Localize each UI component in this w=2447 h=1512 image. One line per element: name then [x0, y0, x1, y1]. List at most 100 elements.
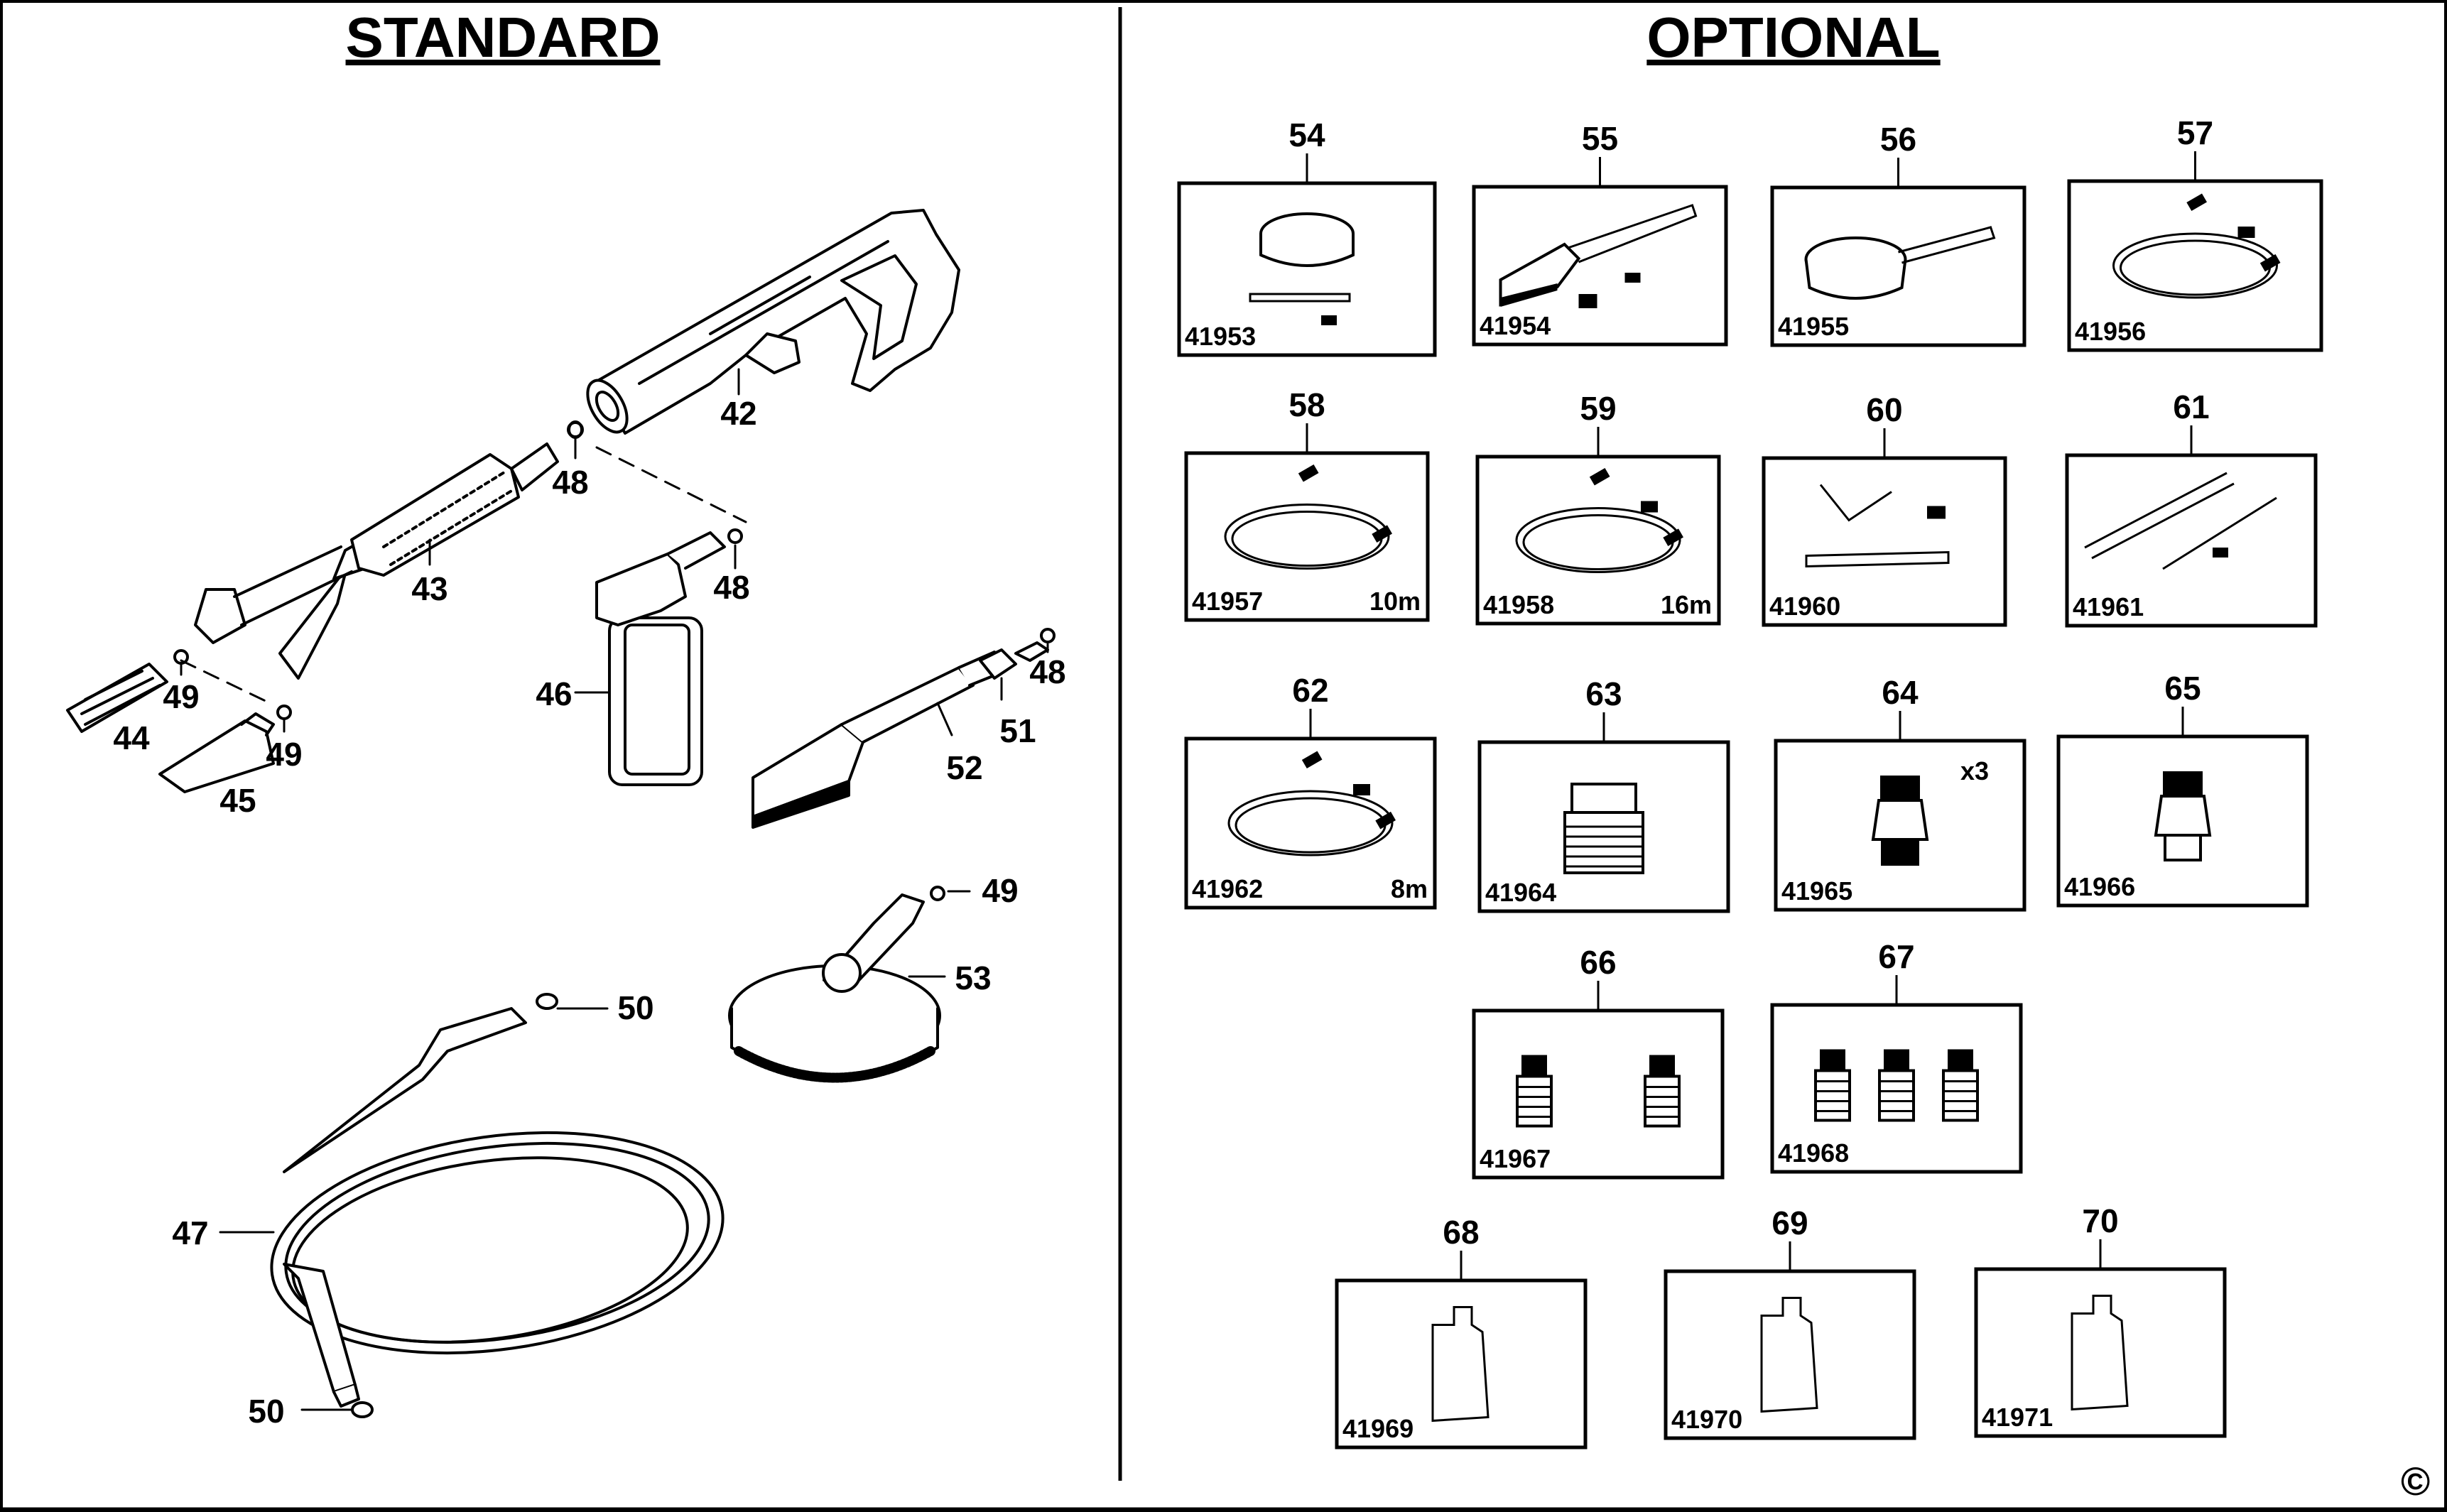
optional-part-66: 66 41967: [1472, 944, 1725, 1180]
part-label-50-b: 50: [248, 1393, 284, 1430]
order-code: 41956: [2075, 317, 2146, 346]
part-label-49-b: 49: [266, 736, 302, 773]
detergent-bottle-icon: [2071, 1295, 2129, 1411]
part-label-48: 48: [552, 464, 588, 501]
part-label-44: 44: [113, 719, 150, 756]
part-label-48-c: 48: [1029, 653, 1065, 690]
order-code: 41960: [1769, 592, 1840, 621]
order-code: 41966: [2064, 872, 2135, 901]
part-label-45: 45: [219, 782, 256, 819]
adapter-nozzle-icon: [2154, 771, 2212, 861]
optional-part-69: 69 41970: [1664, 1204, 1916, 1440]
order-code: 41961: [2073, 592, 2144, 621]
hose-icon: [270, 993, 725, 1418]
part-box: [1184, 451, 1430, 622]
part-label-51: 51: [999, 712, 1036, 749]
part-label-46: 46: [536, 675, 572, 712]
optional-part-63: 63 41964: [1477, 675, 1730, 913]
optional-part-55: 55 41954: [1472, 120, 1728, 347]
drain-cleaning-kit-icon: [2112, 193, 2281, 299]
quick-connectors-icon: [1516, 1055, 1681, 1128]
part-note: x3: [1960, 756, 1989, 785]
telescopic-lance-icon: [2084, 472, 2277, 570]
optional-part-65: 65 41966: [2056, 670, 2309, 908]
surface-cleaner-kit-icon: [1249, 212, 1355, 325]
optional-part-70: 70 41971: [1974, 1202, 2227, 1438]
order-code: 41958: [1483, 590, 1554, 619]
extension-hose-icon: [1224, 464, 1392, 570]
optional-part-58: 58 41957 10m: [1184, 386, 1430, 622]
part-number: 62: [1292, 672, 1328, 709]
order-code: 41969: [1342, 1414, 1414, 1443]
part-box: [1472, 1008, 1725, 1180]
turbo-nozzle-icon: [66, 649, 189, 733]
spray-gun-icon: [586, 209, 960, 435]
order-code: 41965: [1781, 876, 1852, 905]
order-code: 41968: [1778, 1138, 1849, 1168]
order-code: 41970: [1671, 1405, 1742, 1434]
part-number: 67: [1878, 938, 1914, 975]
detergent-tank-icon: [595, 528, 743, 786]
surface-cleaner-icon: [728, 886, 945, 1083]
connector-set-icon: [1814, 1049, 1979, 1122]
part-box: [1472, 185, 1728, 347]
rotary-brush-icon: [1804, 226, 1996, 300]
part-label-53: 53: [955, 959, 991, 996]
order-code: 41954: [1480, 311, 1551, 340]
part-note: 10m: [1369, 587, 1421, 616]
part-number: 65: [2164, 670, 2201, 707]
optional-part-67: 67 41968: [1770, 938, 2023, 1174]
part-number: 66: [1580, 944, 1616, 981]
part-box: [1184, 736, 1437, 910]
order-code: 41971: [1982, 1403, 2053, 1432]
part-label-49-c: 49: [982, 872, 1018, 909]
extension-hose-kit-icon: [1515, 467, 1683, 573]
leader-lines: [180, 368, 1049, 1411]
part-number: 69: [1772, 1204, 1808, 1241]
part-label-42: 42: [720, 395, 756, 432]
order-code: 41955: [1778, 312, 1849, 341]
detergent-bottle-icon: [1431, 1306, 1490, 1423]
part-number: 58: [1288, 386, 1325, 423]
part-number: 70: [2082, 1202, 2118, 1239]
part-number: 59: [1580, 390, 1616, 427]
lance-icon: [194, 421, 584, 680]
order-code: 41957: [1192, 587, 1263, 616]
nozzle-set-icon: [1871, 776, 1929, 866]
order-code: 41962: [1192, 874, 1263, 903]
order-code: 41967: [1480, 1144, 1551, 1173]
part-label-50: 50: [617, 989, 653, 1026]
part-number: 61: [2173, 388, 2209, 425]
copyright-mark: ©: [2401, 1459, 2430, 1503]
part-number: 55: [1582, 120, 1618, 157]
part-number: 64: [1882, 674, 1919, 711]
order-code: 41964: [1485, 878, 1556, 907]
optional-part-61: 61 41961: [2065, 388, 2318, 628]
optional-part-64: 64 41965 x3: [1774, 674, 2026, 912]
part-label-43: 43: [411, 570, 447, 607]
optional-part-60: 60 41960: [1762, 391, 2007, 627]
part-note: 16m: [1661, 590, 1712, 619]
part-box: [1475, 455, 1721, 626]
part-number: 54: [1288, 116, 1325, 153]
part-number: 60: [1866, 391, 1902, 428]
part-box: [1177, 181, 1437, 357]
detergent-bottle-icon: [1760, 1297, 1818, 1413]
part-label-49: 49: [163, 678, 199, 715]
pipe-cleaning-hose-icon: [1227, 751, 1396, 856]
hose-connector-icon: [1563, 783, 1644, 874]
optional-part-54: 54 41953: [1177, 116, 1437, 357]
part-number: 68: [1443, 1214, 1479, 1251]
angled-lance-kit-icon: [1805, 484, 1950, 568]
order-code: 41953: [1185, 322, 1256, 351]
standard-heading: STANDARD: [346, 6, 661, 69]
part-number: 57: [2177, 114, 2213, 151]
part-number: 63: [1585, 675, 1622, 712]
part-box: [1762, 456, 2007, 627]
optional-part-59: 59 41958 16m: [1475, 390, 1721, 626]
optional-heading: OPTIONAL: [1646, 6, 1940, 69]
